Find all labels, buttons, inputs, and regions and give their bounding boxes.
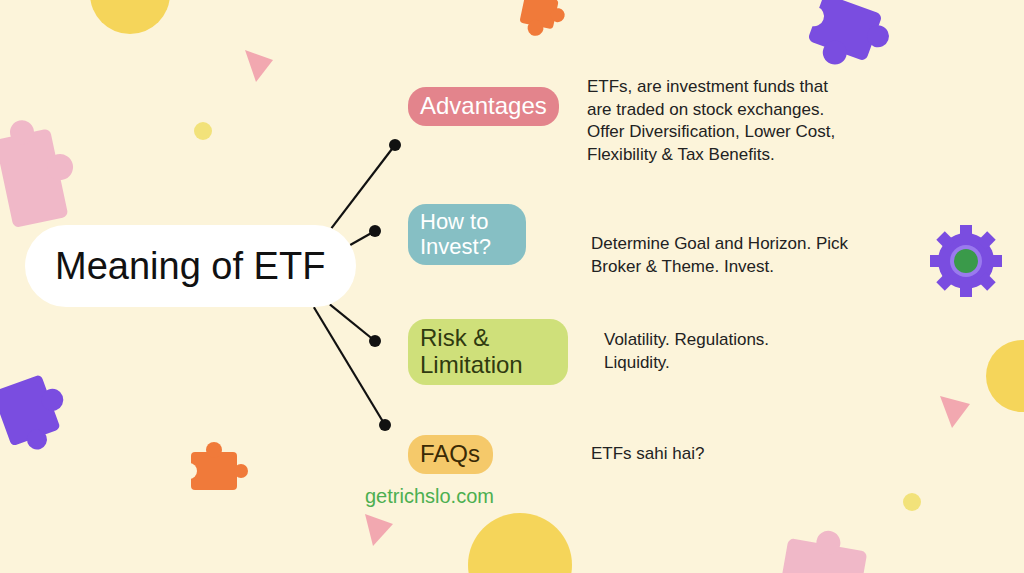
branch-title: Risk & Limitation <box>420 325 556 379</box>
connector-dot <box>389 139 401 151</box>
connector-dot <box>379 419 391 431</box>
dot <box>194 122 212 140</box>
triangle <box>245 50 273 82</box>
branch-pill: FAQsETFs sahi hai? <box>408 435 493 474</box>
website-label: getrichslo.com <box>365 485 494 508</box>
yellow-disc <box>90 0 170 34</box>
puzzle-piece <box>0 112 83 228</box>
branch-description: ETFs sahi hai? <box>591 443 791 466</box>
topic-pill: Meaning of ETF <box>25 225 356 307</box>
branch-description: ETFs, are investment funds that are trad… <box>587 76 852 166</box>
connector-line <box>330 304 375 341</box>
branch-pill: Risk & LimitationVolatility. Regulations… <box>408 319 568 385</box>
connector-dot <box>369 225 381 237</box>
connector-line <box>332 145 396 228</box>
branch-title: How to Invest? <box>420 210 514 259</box>
connector-line <box>314 307 385 425</box>
connector-dot <box>369 335 381 347</box>
yellow-disc <box>468 513 572 573</box>
gear <box>930 225 1002 297</box>
branch-title: Meaning of ETF <box>55 245 325 288</box>
branch-title: Advantages <box>420 93 547 120</box>
dot <box>903 493 921 511</box>
branch-title: FAQs <box>420 441 481 468</box>
puzzle-piece <box>791 0 896 80</box>
branch-description: Volatility. Regulations. Liquidity. <box>604 329 834 374</box>
puzzle-piece <box>181 442 248 490</box>
triangle <box>365 514 393 546</box>
yellow-disc <box>986 340 1024 412</box>
puzzle-piece <box>778 524 870 573</box>
puzzle-piece <box>517 0 567 41</box>
triangle <box>940 396 970 428</box>
branch-pill: How to Invest?Determine Goal and Horizon… <box>408 204 526 265</box>
puzzle-piece <box>0 370 77 458</box>
branch-pill: AdvantagesETFs, are investment funds tha… <box>408 87 559 126</box>
branch-description: Determine Goal and Horizon. Pick Broker … <box>591 233 871 278</box>
